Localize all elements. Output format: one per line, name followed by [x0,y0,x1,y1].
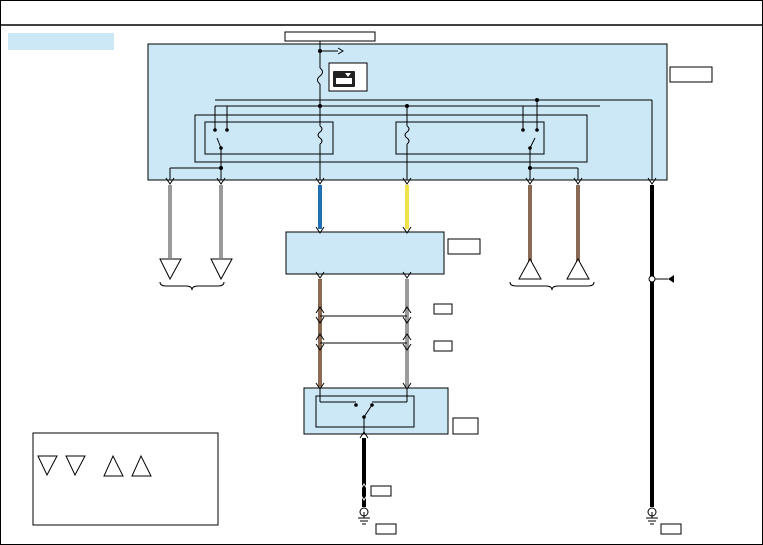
relay-group-outer [194,114,588,163]
connector-arrow-icon [359,493,369,501]
junction-id-box [447,238,481,255]
connector-arrow-icon [359,483,369,491]
junction-block [285,231,445,275]
relay-contact [225,128,229,132]
connector-1-box [433,303,453,315]
ground-connector-box [370,485,392,497]
relay-contact [535,128,539,132]
splice-dot [528,166,532,170]
relay-coil-icon [317,125,323,145]
terminal-brace [159,281,225,291]
triangle-terminal-icon [159,258,233,281]
ground-icon [358,507,370,525]
main-module-id-box [669,66,713,83]
relay-b-switch [529,137,536,149]
splice-dot [648,275,656,283]
switch-id-box [452,417,479,435]
relay-contact [213,128,217,132]
switch-inner [315,395,415,428]
ground-left-box [375,523,397,535]
connector-arrow-icon [337,47,344,55]
relay-b [395,121,545,155]
connector-arrow-icon [359,431,369,439]
splice-dot [219,166,223,170]
connector-2-box [433,340,453,352]
fuse-icon [317,67,323,85]
page-tag [8,33,114,50]
inline-connector-2 [315,333,412,351]
legend-box [32,432,219,526]
connector-arrow-icon [668,275,674,283]
triangle-terminal-icon [518,257,590,280]
switch-contact [354,403,358,407]
triangle-terminal-icon [37,454,152,477]
ground-icon [646,507,658,525]
relay-a [204,121,334,155]
module-bottom-connectors [165,177,657,185]
terminal-brace [509,281,595,291]
inline-connector-1 [315,306,412,324]
junction-top-connectors [315,226,412,234]
control-unit-icon [328,62,368,92]
relay-contact [521,128,525,132]
top-fuse-box-label [284,31,376,42]
switch-lever [363,404,373,418]
junction-bottom-connectors [315,271,412,279]
relay-coil-icon [404,125,410,145]
ground-right-box [660,523,682,535]
